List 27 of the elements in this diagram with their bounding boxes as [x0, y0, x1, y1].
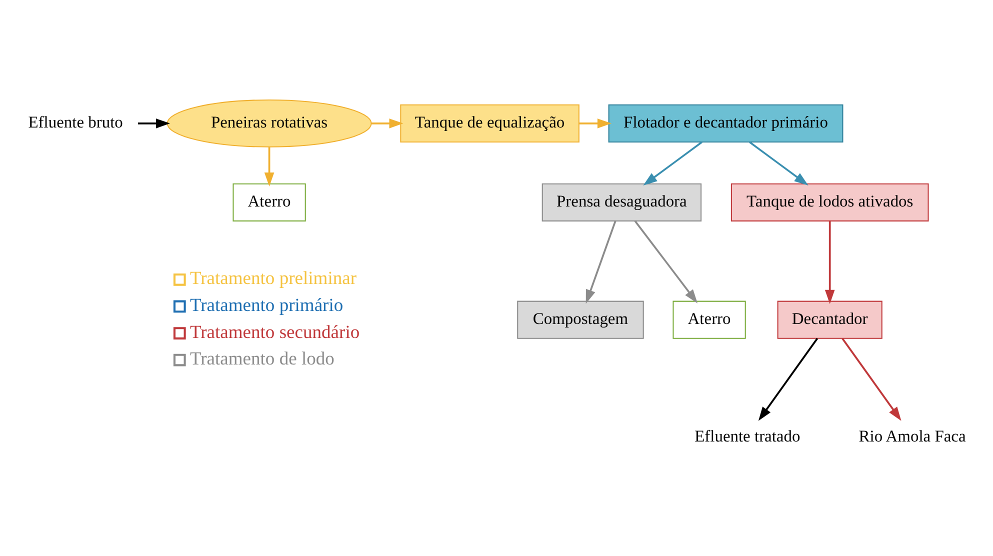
arrow [371, 118, 404, 128]
node-ellipse: Peneiras rotativas [166, 99, 372, 148]
arrow [264, 147, 274, 187]
legend-label: Tratamento primário [190, 295, 344, 316]
arrow [749, 141, 808, 186]
arrow [758, 338, 818, 421]
arrow [842, 338, 902, 421]
node-box: Aterro [232, 183, 306, 222]
arrow [586, 220, 616, 304]
arrow [643, 141, 702, 186]
node-box: Flotador e decantador primário [608, 104, 844, 142]
node-text: Efluente bruto [28, 112, 123, 132]
arrow [824, 220, 835, 304]
node-box: Tanque de equalização [400, 104, 580, 142]
arrow [579, 118, 612, 128]
node-box: Compostagem [517, 300, 644, 339]
legend-label: Tratamento secundário [190, 322, 360, 343]
node-text: Efluente tratado [694, 426, 800, 446]
legend-label: Tratamento de lodo [190, 348, 334, 370]
node-box: Decantador [777, 300, 882, 339]
node-box: Prensa desaguadora [542, 183, 702, 222]
node-box: Aterro [672, 300, 746, 339]
legend-label: Tratamento preliminar [190, 268, 357, 290]
arrow [634, 220, 698, 304]
arrow [138, 118, 170, 128]
node-text: Rio Amola Faca [858, 426, 966, 446]
node-box: Tanque de lodos ativados [730, 183, 929, 222]
